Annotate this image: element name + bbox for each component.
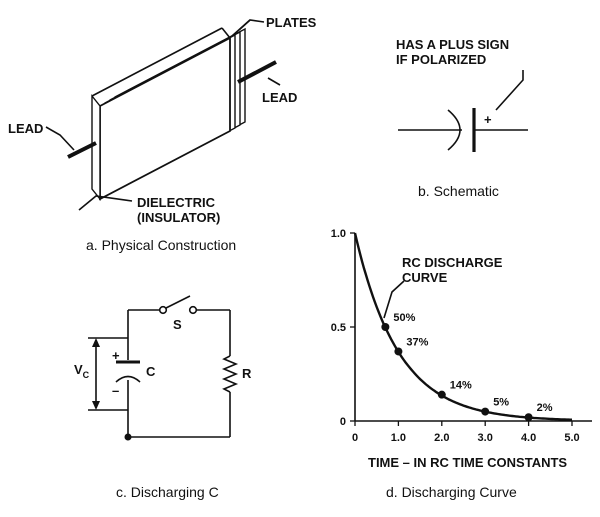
data-point <box>524 413 533 422</box>
y-tick-group: 0 0.5 1.0 <box>331 228 355 428</box>
x-tick-group: 0 1.0 2.0 3.0 4.0 5.0 <box>352 421 580 444</box>
polarity-note-line1: HAS A PLUS SIGN <box>396 37 509 52</box>
capacitor-curved-plate <box>447 109 461 151</box>
x-axis-title: TIME – IN RC TIME CONSTANTS <box>368 455 567 470</box>
voltage-label-subscript: C <box>83 370 90 380</box>
resistor-label: R <box>242 366 252 381</box>
y-tick-label: 0.5 <box>331 322 346 334</box>
x-tick-label: 2.0 <box>434 432 449 444</box>
polarity-leader-line <box>495 70 524 111</box>
plate-corner-edge <box>221 27 231 39</box>
data-point-label: 14% <box>450 380 472 392</box>
voltage-label: VC <box>74 362 90 380</box>
lead-wire-left <box>67 141 97 159</box>
caption-physical-construction: a. Physical Construction <box>86 237 236 253</box>
capacitor-label: C <box>146 364 156 379</box>
data-label-group: 50% 37% 14% 5% 2% <box>393 312 552 414</box>
panel-physical-construction: PLATES LEAD LEAD DIELECTRIC (INSULATOR) … <box>8 15 317 253</box>
plate-edge <box>91 94 101 201</box>
y-tick-label: 1.0 <box>331 228 346 240</box>
x-tick-label: 0 <box>352 432 358 444</box>
curve-label-line1: RC DISCHARGE <box>402 255 503 270</box>
switch-label: S <box>173 317 182 332</box>
insulator-label: (INSULATOR) <box>137 210 220 225</box>
data-point-label: 50% <box>393 312 415 324</box>
switch-contact-right <box>188 305 198 315</box>
x-tick-label: 5.0 <box>564 432 579 444</box>
lead-left-leader-line <box>45 126 75 151</box>
plate-front <box>99 36 231 201</box>
capacitor-bottom-plate <box>115 375 141 383</box>
x-tick-label: 3.0 <box>478 432 493 444</box>
capacitor-plus-sign: + <box>112 348 120 363</box>
voltage-label-main: V <box>74 362 83 377</box>
dielectric-label: DIELECTRIC <box>137 195 216 210</box>
data-point <box>381 323 390 331</box>
panel-discharge-chart: 0 1.0 2.0 3.0 4.0 5.0 0 0.5 1.0 50% 37% 14% 5% 2% R… <box>331 228 592 500</box>
caption-schematic: b. Schematic <box>418 183 499 199</box>
polarity-note-line2: IF POLARIZED <box>396 52 486 67</box>
data-point <box>481 407 490 416</box>
plate-top-edge <box>91 27 223 97</box>
voltage-arrow-head-up <box>92 338 100 347</box>
ground-node <box>124 433 132 441</box>
lead-left-label: LEAD <box>8 121 43 136</box>
resistor-zigzag <box>221 355 239 393</box>
curve-label-leader-line <box>383 280 405 319</box>
capacitor-minus-sign: – <box>112 383 119 398</box>
plates-leader-line <box>238 19 265 31</box>
x-tick-label: 4.0 <box>521 432 536 444</box>
data-point <box>394 347 403 356</box>
caption-discharging-c: c. Discharging C <box>116 484 219 500</box>
switch-blade <box>165 295 191 309</box>
dielectric-leader-line <box>78 195 133 211</box>
lead-wire-right <box>237 60 277 84</box>
panel-discharging-circuit: S + – C R VC c. Discharging C <box>74 295 252 500</box>
data-point-label: 5% <box>493 397 509 409</box>
x-tick-label: 1.0 <box>391 432 406 444</box>
plus-sign: + <box>484 112 492 127</box>
data-point-label: 37% <box>406 336 428 348</box>
lead-right-leader-line <box>267 77 281 86</box>
lead-right-label: LEAD <box>262 90 297 105</box>
data-point-group <box>381 323 533 422</box>
data-point-label: 2% <box>537 402 553 414</box>
switch-contact-left <box>158 305 168 315</box>
data-point <box>437 390 446 399</box>
plates-label: PLATES <box>266 15 317 30</box>
rc-discharge-curve <box>353 232 572 421</box>
plates-leader-line-2 <box>231 19 251 37</box>
curve-label-line2: CURVE <box>402 270 448 285</box>
caption-discharging-curve: d. Discharging Curve <box>386 484 517 500</box>
panel-schematic: + HAS A PLUS SIGN IF POLARIZED b. Schema… <box>396 37 528 199</box>
voltage-arrow-head-down <box>92 401 100 410</box>
y-tick-label: 0 <box>340 416 346 428</box>
